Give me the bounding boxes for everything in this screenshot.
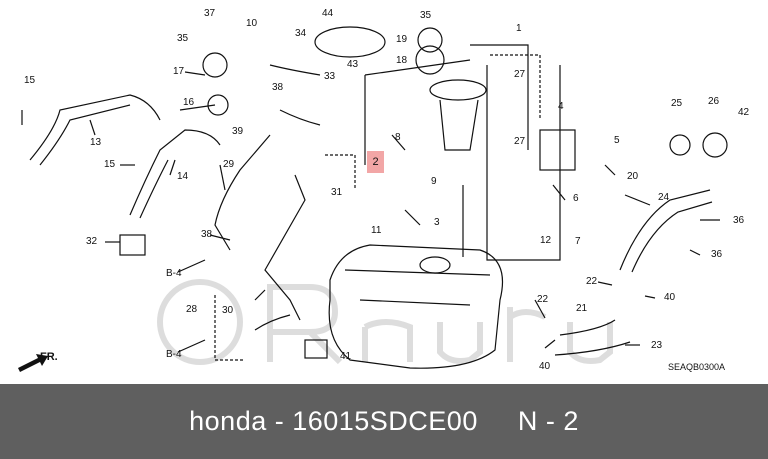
part-label: 38 xyxy=(201,229,213,240)
part-label: 3 xyxy=(434,217,440,228)
part-label: 13 xyxy=(90,137,102,148)
part-label: 40 xyxy=(664,292,676,303)
part-label: 14 xyxy=(177,171,189,182)
part-label: 21 xyxy=(576,303,588,314)
part-label: 17 xyxy=(173,66,185,77)
part-label: 31 xyxy=(331,187,343,198)
part-label: 34 xyxy=(295,28,307,39)
part-label: 20 xyxy=(627,171,639,182)
footer-bar: honda - 16015SDCE00 N - 2 xyxy=(0,384,768,459)
part-label: 33 xyxy=(324,71,336,82)
part-label: 11 xyxy=(371,225,382,236)
part-label: 16 xyxy=(183,97,195,108)
part-label: 39 xyxy=(232,126,244,137)
part-label: 27 xyxy=(514,69,526,80)
part-label: 5 xyxy=(614,135,620,146)
part-label: 27 xyxy=(514,136,526,147)
part-label: 37 xyxy=(204,8,216,19)
part-label: 43 xyxy=(347,59,359,70)
part-label: 38 xyxy=(272,82,284,93)
part-label: 29 xyxy=(223,159,235,170)
part-label: 6 xyxy=(573,193,579,204)
part-label: 10 xyxy=(246,18,258,29)
part-label: 9 xyxy=(431,176,437,187)
part-label: 24 xyxy=(658,192,670,203)
part-label: 23 xyxy=(651,340,663,351)
part-label: 28 xyxy=(186,304,198,315)
part-label: 35 xyxy=(420,10,432,21)
part-label: 30 xyxy=(222,305,234,316)
part-label: 44 xyxy=(322,8,334,19)
part-label: 12 xyxy=(540,235,552,246)
part-label: 8 xyxy=(395,132,401,143)
part-label: 19 xyxy=(396,34,408,45)
front-direction-marker: FR. xyxy=(40,351,58,363)
part-label: B-4 xyxy=(166,268,182,279)
part-label: B-4 xyxy=(166,349,182,360)
part-label: 1 xyxy=(516,23,522,34)
part-label: 36 xyxy=(711,249,723,260)
part-label: 25 xyxy=(671,98,683,109)
part-label: 18 xyxy=(396,55,408,66)
part-label: 7 xyxy=(575,236,581,247)
part-label: 42 xyxy=(738,107,750,118)
part-label: 15 xyxy=(104,159,116,170)
part-label: 36 xyxy=(733,215,745,226)
diagram-lines xyxy=(18,26,728,372)
part-label: 32 xyxy=(86,236,98,247)
part-label: 22 xyxy=(586,276,598,287)
part-label: 26 xyxy=(708,96,720,107)
part-label: 35 xyxy=(177,33,189,44)
part-label: 40 xyxy=(539,361,551,372)
diagram-code: SEAQB0300A xyxy=(668,362,726,372)
footer-part-info: honda - 16015SDCE00 N - 2 xyxy=(189,406,579,436)
highlighted-part-callout: 2 xyxy=(367,151,384,173)
part-label: 22 xyxy=(537,294,549,305)
part-label: 15 xyxy=(24,75,36,86)
part-label: 4 xyxy=(558,101,564,112)
part-label: 41 xyxy=(340,351,352,362)
watermark-logo xyxy=(157,279,613,365)
